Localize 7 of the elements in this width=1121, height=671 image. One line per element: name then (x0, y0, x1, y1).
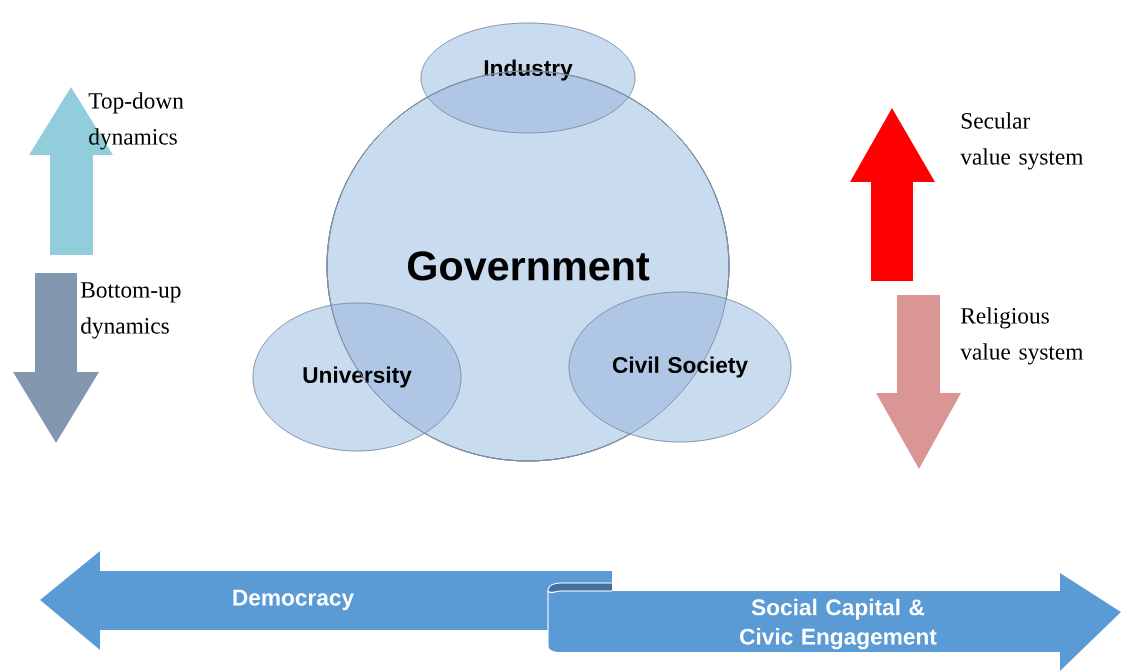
arrow-caption: Religious value system (960, 307, 1084, 365)
block-arrow (876, 295, 961, 469)
arrow-caption: Bottom-up dynamics (80, 282, 181, 339)
arrow-caption: Top-down dynamics (88, 92, 184, 150)
arrow-caption: Secular value system (960, 112, 1084, 170)
block-arrow (850, 108, 935, 281)
node-label: Democracy (233, 589, 354, 611)
